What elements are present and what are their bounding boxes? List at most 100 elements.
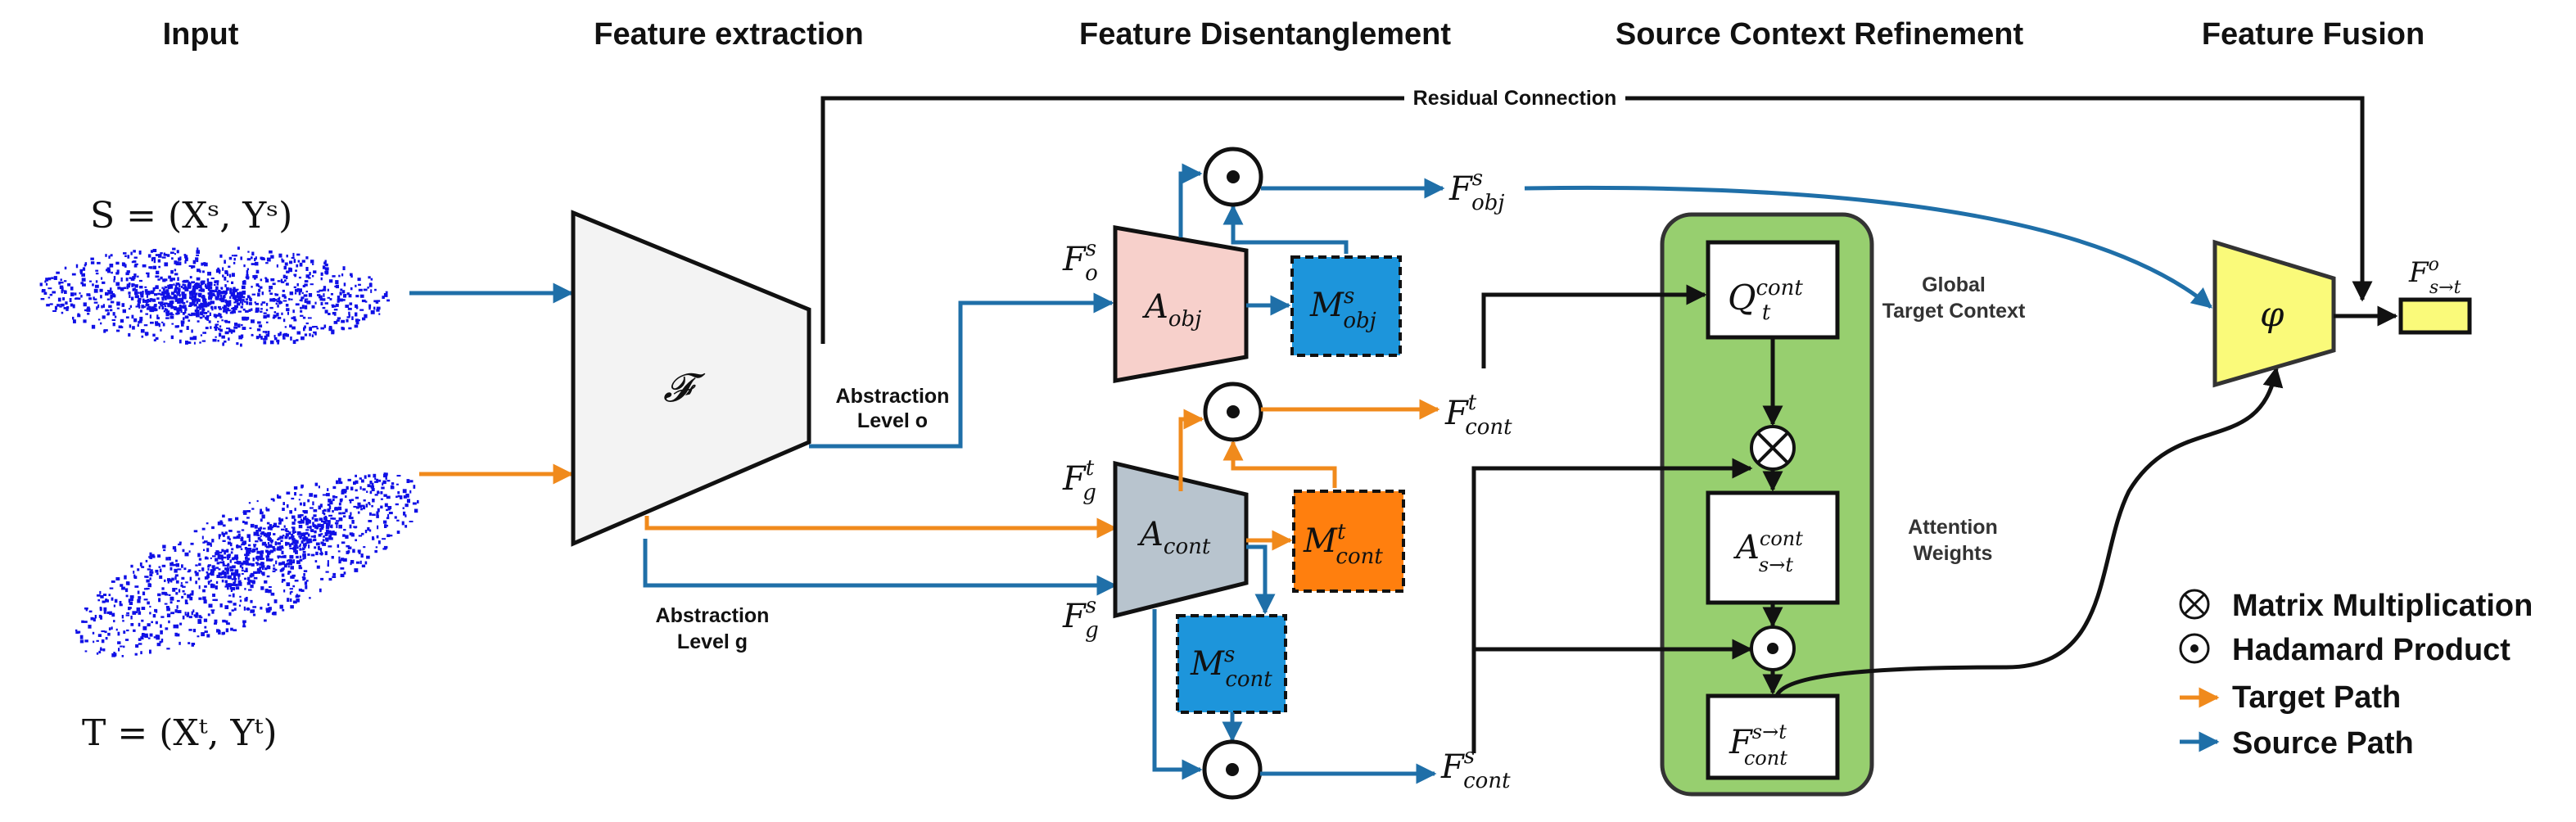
- point-cloud-point: [161, 304, 166, 306]
- point-cloud-point: [323, 508, 327, 512]
- point-cloud-point: [150, 569, 153, 571]
- point-cloud-point: [409, 490, 412, 494]
- point-cloud-point: [207, 613, 210, 616]
- point-cloud-point: [212, 338, 217, 342]
- source-point-cloud: [39, 246, 390, 347]
- point-cloud-point: [158, 566, 161, 568]
- point-cloud-point: [165, 557, 169, 561]
- point-cloud-point: [298, 545, 301, 548]
- point-cloud-point: [63, 280, 67, 282]
- point-cloud-point: [144, 286, 147, 288]
- point-cloud-point: [223, 290, 227, 295]
- point-cloud-point: [119, 601, 122, 605]
- point-cloud-point: [215, 336, 217, 338]
- point-cloud-point: [281, 258, 283, 261]
- point-cloud-point: [184, 612, 187, 616]
- point-cloud-point: [200, 281, 204, 286]
- point-cloud-point: [203, 312, 208, 314]
- point-cloud-point: [125, 316, 129, 318]
- point-cloud-point: [81, 278, 86, 282]
- point-cloud-point: [102, 281, 106, 284]
- point-cloud-point: [197, 269, 201, 273]
- point-cloud-point: [164, 278, 168, 282]
- point-cloud-point: [169, 567, 173, 571]
- point-cloud-point: [255, 307, 260, 312]
- point-cloud-point: [187, 341, 191, 344]
- point-cloud-point: [259, 566, 262, 570]
- point-cloud-point: [332, 576, 337, 578]
- point-cloud-point: [180, 299, 183, 304]
- point-cloud-point: [246, 258, 251, 261]
- point-cloud-point: [228, 337, 230, 341]
- point-cloud-point: [300, 314, 304, 317]
- point-cloud-point: [177, 301, 181, 304]
- point-cloud-point: [355, 561, 360, 564]
- point-cloud-point: [310, 553, 315, 557]
- point-cloud-point: [108, 255, 111, 259]
- point-cloud-point: [96, 652, 99, 655]
- point-cloud-point: [81, 273, 85, 277]
- point-cloud-point: [178, 543, 182, 546]
- point-cloud-point: [299, 494, 303, 496]
- point-cloud-point: [231, 329, 236, 333]
- point-cloud-point: [296, 546, 299, 549]
- point-cloud-point: [303, 573, 305, 576]
- point-cloud-point: [148, 307, 152, 310]
- point-cloud-point: [183, 317, 185, 321]
- point-cloud-point: [233, 574, 237, 579]
- point-cloud-point: [282, 274, 286, 278]
- point-cloud-point: [191, 643, 196, 645]
- point-cloud-point: [260, 308, 263, 310]
- point-cloud-point: [106, 309, 110, 312]
- point-cloud-point: [327, 563, 329, 567]
- point-cloud-point: [291, 256, 295, 260]
- point-cloud-point: [224, 573, 227, 577]
- point-cloud-point: [282, 608, 285, 612]
- point-cloud-point: [270, 592, 275, 596]
- point-cloud-point: [240, 548, 243, 550]
- point-cloud-point: [151, 298, 156, 302]
- point-cloud-point: [241, 529, 245, 531]
- point-cloud-point: [205, 327, 209, 330]
- point-cloud-point: [196, 307, 198, 311]
- point-cloud-point: [283, 589, 286, 593]
- point-cloud-point: [178, 589, 181, 593]
- point-cloud-point: [245, 276, 250, 278]
- point-cloud-point: [229, 568, 234, 572]
- point-cloud-point: [296, 540, 299, 544]
- point-cloud-point: [245, 567, 248, 571]
- point-cloud-point: [373, 300, 378, 303]
- point-cloud-point: [338, 477, 341, 481]
- point-cloud-point: [118, 648, 120, 652]
- a-cont-label: Acont: [1137, 516, 1211, 559]
- point-cloud-point: [82, 267, 86, 271]
- point-cloud-point: [224, 531, 228, 535]
- point-cloud-point: [265, 278, 269, 282]
- point-cloud-point: [266, 545, 270, 549]
- point-cloud-point: [75, 631, 79, 635]
- point-cloud-point: [207, 288, 210, 291]
- point-cloud-point: [298, 525, 303, 529]
- point-cloud-point: [260, 535, 262, 537]
- point-cloud-point: [155, 609, 158, 613]
- point-cloud-point: [52, 309, 56, 312]
- point-cloud-point: [189, 336, 194, 341]
- point-cloud-point: [248, 302, 252, 305]
- point-cloud-point: [396, 483, 399, 486]
- point-cloud-point: [143, 324, 148, 327]
- point-cloud-point: [315, 551, 319, 556]
- point-cloud-point: [165, 309, 169, 313]
- point-cloud-point: [243, 540, 246, 544]
- point-cloud-point: [208, 296, 213, 300]
- point-cloud-point: [251, 334, 254, 336]
- point-cloud-point: [312, 501, 314, 506]
- point-cloud-point: [289, 588, 293, 590]
- point-cloud-point: [334, 285, 337, 287]
- point-cloud-point: [283, 296, 287, 299]
- point-cloud-point: [175, 588, 178, 590]
- point-cloud-point: [216, 629, 219, 633]
- point-cloud-point: [90, 261, 95, 264]
- point-cloud-point: [287, 311, 289, 315]
- point-cloud-point: [153, 308, 158, 311]
- point-cloud-point: [339, 291, 342, 296]
